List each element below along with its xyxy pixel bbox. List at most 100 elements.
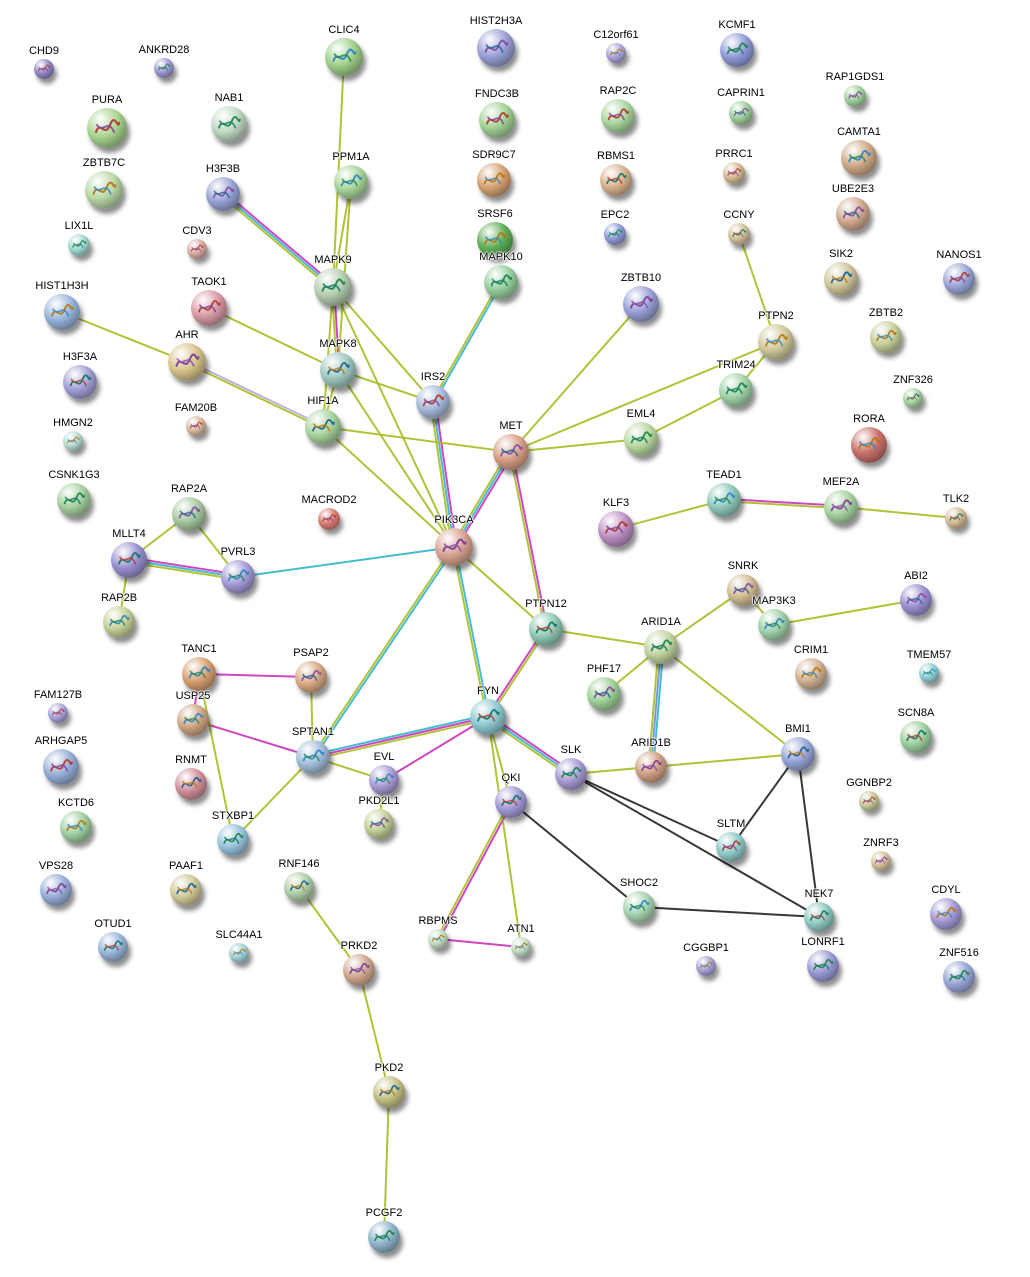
node-arid1a[interactable] — [644, 630, 678, 664]
node-rbms1[interactable] — [600, 164, 632, 196]
node-pkd2[interactable] — [373, 1076, 405, 1108]
edge-qki-rbpms[interactable] — [435, 800, 511, 940]
edge-sptan1-fyn[interactable] — [311, 713, 489, 756]
node-eml4[interactable] — [624, 422, 658, 456]
node-zbtb10[interactable] — [623, 286, 659, 322]
node-tead1[interactable] — [707, 483, 741, 517]
node-met[interactable] — [493, 434, 529, 470]
node-cdv3[interactable] — [187, 239, 207, 259]
node-chd9[interactable] — [34, 59, 54, 79]
node-prkd2[interactable] — [343, 954, 375, 986]
edge-mapk9-irs2[interactable] — [332, 286, 434, 403]
node-mapk9[interactable] — [314, 268, 352, 306]
edge-ptpn2-met[interactable] — [510, 341, 777, 453]
node-nanos1[interactable] — [943, 263, 975, 295]
edge-qki-rbpms[interactable] — [438, 801, 514, 941]
node-ptpn12[interactable] — [529, 612, 563, 646]
node-klf3[interactable] — [598, 511, 634, 547]
node-h3f3b[interactable] — [206, 177, 240, 211]
edge-rbpms-atn1[interactable] — [437, 938, 522, 948]
edge-map3k3-abi2[interactable] — [773, 599, 917, 626]
edge-mapk10-irs2[interactable] — [433, 281, 503, 404]
node-tmem57[interactable] — [919, 663, 939, 683]
node-sik2[interactable] — [824, 262, 858, 296]
node-mapk10[interactable] — [484, 265, 518, 299]
node-mapk8[interactable] — [320, 352, 356, 388]
edge-irs2-pik3ca[interactable] — [429, 401, 453, 549]
node-caprin1[interactable] — [729, 101, 753, 125]
node-fam127b[interactable] — [48, 703, 68, 723]
node-pvrl3[interactable] — [221, 560, 255, 594]
node-sptan1[interactable] — [296, 740, 330, 774]
edge-met-ptpn12[interactable] — [508, 451, 546, 631]
edge-mef2a-tlk2[interactable] — [840, 506, 957, 519]
edge-hif1a-pik3ca[interactable] — [322, 426, 455, 548]
node-otud1[interactable] — [98, 932, 128, 962]
node-znrf3[interactable] — [871, 851, 891, 871]
edge-sptan1-fyn[interactable] — [312, 716, 489, 758]
edge-fyn-evl[interactable] — [383, 716, 489, 781]
edge-shoc2-nek7[interactable] — [638, 906, 820, 918]
node-atn1[interactable] — [511, 937, 531, 957]
edge-arid1a-arid1b[interactable] — [652, 646, 665, 769]
node-macrod2[interactable] — [318, 508, 340, 530]
node-rbpms[interactable] — [428, 929, 448, 949]
node-usp25[interactable] — [177, 704, 209, 736]
node-rap2b[interactable] — [103, 606, 135, 638]
edge-usp25-sptan1[interactable] — [192, 719, 314, 758]
edge-pik3ca-ptpn12[interactable] — [453, 546, 547, 630]
node-ankrd28[interactable] — [154, 58, 174, 78]
node-csnk1g3[interactable] — [57, 483, 91, 517]
node-clic4[interactable] — [325, 38, 363, 76]
node-snrk[interactable] — [727, 574, 759, 606]
node-nab1[interactable] — [211, 106, 247, 142]
edge-tanc1-stxbp1[interactable] — [198, 673, 234, 841]
node-bmi1[interactable] — [781, 737, 815, 771]
node-h3f3a[interactable] — [63, 365, 97, 399]
node-abi2[interactable] — [900, 584, 932, 616]
node-hif1a[interactable] — [305, 409, 341, 445]
node-epc2[interactable] — [604, 223, 626, 245]
edge-h3f3b-mapk9[interactable] — [223, 191, 336, 287]
node-cdyl[interactable] — [930, 898, 962, 930]
node-tlk2[interactable] — [945, 507, 967, 529]
node-fyn[interactable] — [470, 699, 506, 735]
edge-pik3ca-sptan1[interactable] — [311, 545, 454, 758]
node-arhgap5[interactable] — [43, 749, 79, 785]
edge-met-zbtb10[interactable] — [510, 303, 642, 453]
edge-arid1a-arid1b[interactable] — [647, 645, 660, 768]
edge-arid1a-arid1b[interactable] — [650, 646, 662, 768]
edge-pkd2-pcgf2[interactable] — [383, 1091, 390, 1238]
node-taok1[interactable] — [191, 290, 227, 326]
node-rap2a[interactable] — [172, 497, 206, 531]
node-cggbp1[interactable] — [696, 956, 716, 976]
edge-irs2-pik3ca[interactable] — [434, 400, 458, 548]
node-phf17[interactable] — [587, 677, 621, 711]
edge-mapk10-irs2[interactable] — [431, 280, 501, 403]
node-slc44a1[interactable] — [229, 943, 249, 963]
node-rnmt[interactable] — [175, 768, 207, 800]
node-pura[interactable] — [87, 108, 127, 148]
edge-ptpn12-arid1a[interactable] — [545, 628, 662, 648]
edge-ahr-hif1a[interactable] — [186, 359, 325, 427]
node-prrc1[interactable] — [723, 162, 745, 184]
edge-mapk8-pik3ca[interactable] — [337, 369, 455, 548]
node-c12orf61[interactable] — [606, 43, 626, 63]
node-ggnbp2[interactable] — [859, 791, 879, 811]
node-psap2[interactable] — [295, 661, 327, 693]
edge-irs2-pik3ca[interactable] — [432, 401, 455, 548]
edge-bmi1-sltm[interactable] — [730, 753, 799, 848]
node-pkd2l1[interactable] — [364, 809, 394, 839]
node-ahr[interactable] — [168, 343, 206, 381]
node-pcgf2[interactable] — [368, 1221, 400, 1253]
node-shoc2[interactable] — [623, 891, 655, 923]
edge-tead1-mef2a[interactable] — [722, 500, 842, 510]
node-zbtb2[interactable] — [870, 321, 902, 353]
node-stxbp1[interactable] — [217, 824, 249, 856]
node-hist1h3h[interactable] — [44, 294, 80, 330]
node-slk[interactable] — [555, 758, 587, 790]
edge-met-eml4[interactable] — [510, 438, 642, 453]
edge-mllt4-pvrl3[interactable] — [128, 559, 239, 578]
edge-hist1h3h-ahr[interactable] — [61, 311, 188, 363]
node-srsf6[interactable] — [477, 222, 513, 258]
